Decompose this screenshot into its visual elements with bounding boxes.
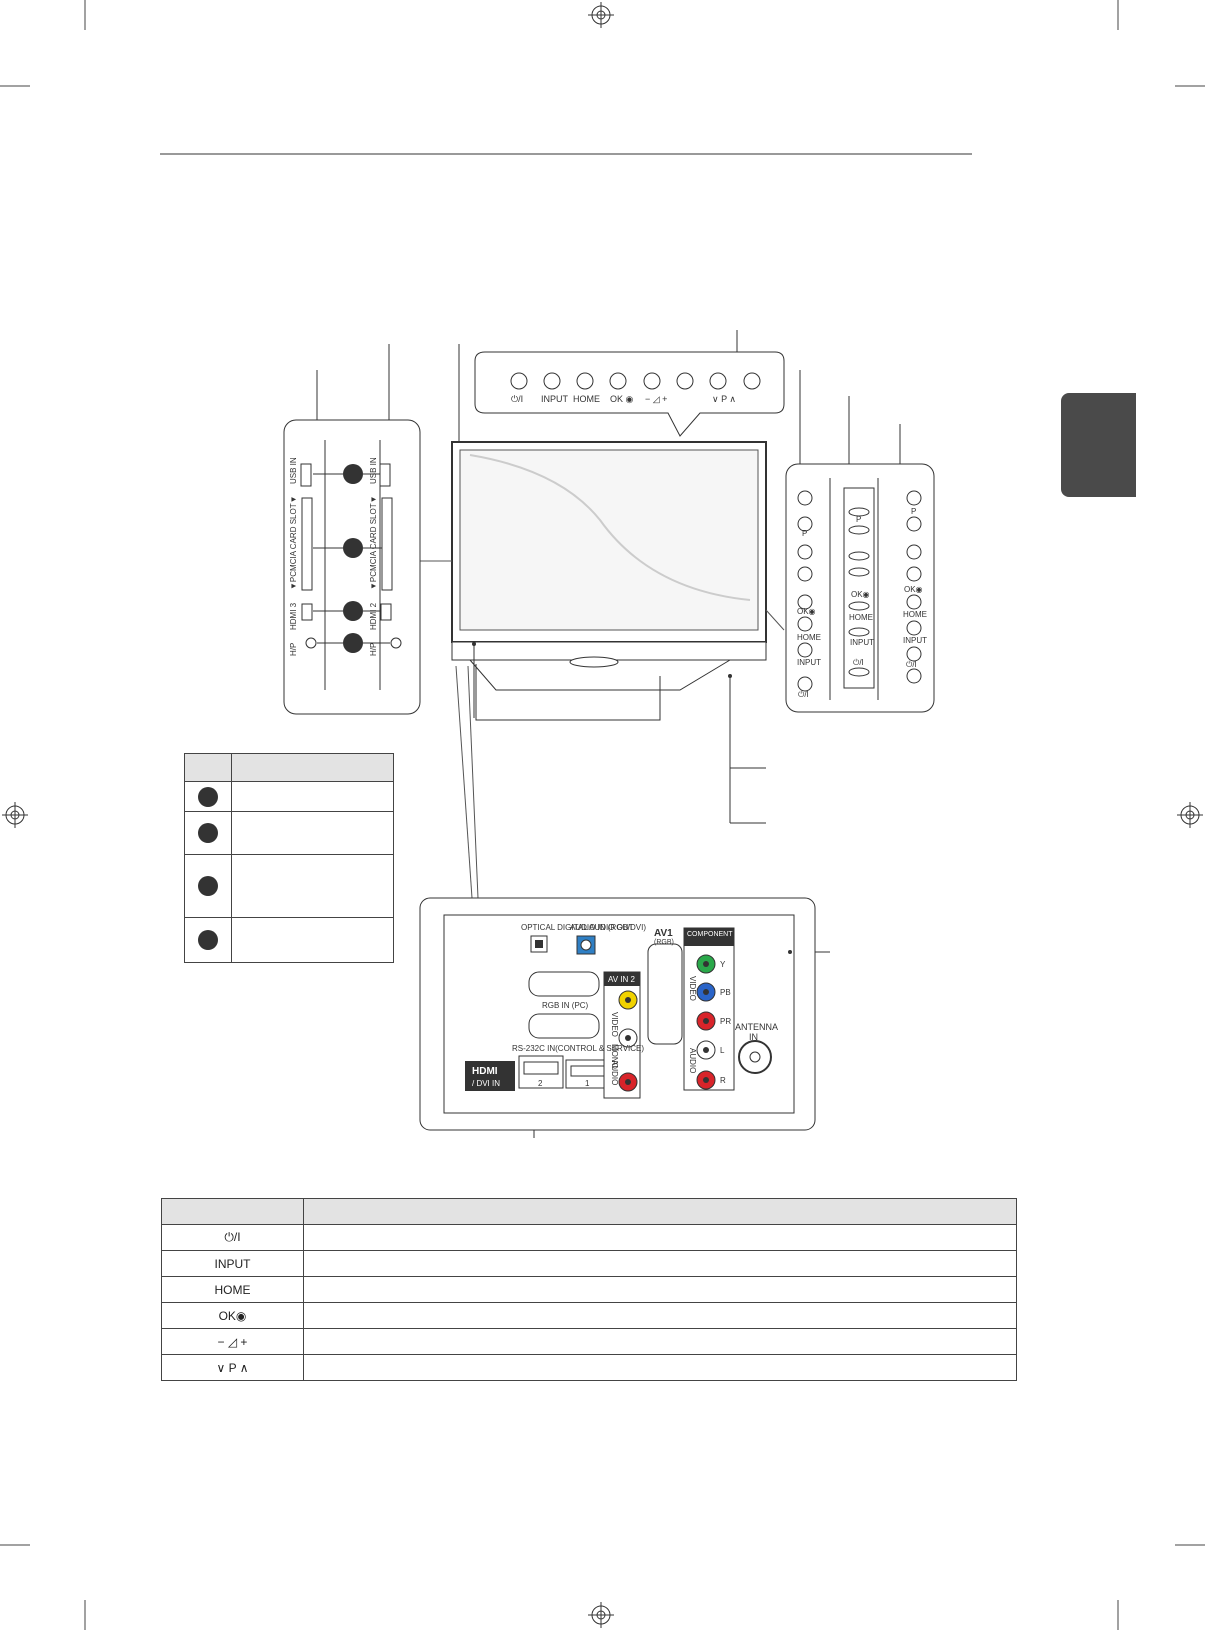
number-table-row: [184, 917, 394, 963]
component-pb-label: PB: [720, 988, 731, 997]
dvi-in-label: / DVI IN: [472, 1079, 500, 1088]
button-row-power: ⏻/I: [161, 1224, 1017, 1251]
component-r-label: R: [720, 1076, 726, 1085]
optical-out-label: OPTICAL DIGITAL AUDIO OUT: [521, 923, 634, 932]
number-marker: [198, 876, 218, 896]
number-table-row: [184, 781, 394, 812]
registration-mark-left: [2, 802, 28, 828]
right-1-p-label: P: [802, 529, 807, 538]
top-power-label: ⏻/I: [511, 394, 523, 404]
component-pr-label: PR: [720, 1017, 731, 1026]
side-a-pcmcia-label: ▼PCMCIA CARD SLOT▼: [289, 495, 298, 590]
top-volume-label: − ◿ +: [645, 394, 667, 404]
av2-audio-label: AUDIO: [610, 1060, 619, 1085]
top-button-panel: ⏻/I INPUT HOME OK ◉ − ◿ + ∨ P ∧: [474, 351, 785, 437]
av2-video-label: VIDEO: [610, 1012, 619, 1037]
hdmi-port-2-label: 2: [538, 1079, 543, 1088]
tv-illustration: [451, 441, 767, 721]
av2-mono-label: MONO: [610, 1044, 619, 1069]
right-2-home-label: HOME: [849, 613, 873, 622]
right-2-p-label: P: [856, 515, 861, 524]
component-l-label: L: [720, 1046, 725, 1055]
rgb-in-label: RGB IN (PC): [542, 1001, 589, 1010]
right-3-ok-label: OK◉: [904, 585, 923, 594]
side-b-hdmi-label: HDMI 2: [369, 602, 378, 630]
number-marker: [198, 786, 218, 807]
button-row-ok: OK◉: [161, 1302, 1017, 1329]
component-audio-label: AUDIO: [688, 1048, 697, 1073]
component-video-label: VIDEO: [688, 976, 697, 1001]
number-table-header: [184, 753, 394, 782]
button-row-volume: − ◿ +: [161, 1328, 1017, 1355]
top-home-label: HOME: [573, 394, 600, 404]
rear-connector-panel: OPTICAL DIGITAL AUDIO OUT AUDIO IN (RGB/…: [419, 897, 816, 1131]
button-row-home: HOME: [161, 1276, 1017, 1303]
number-table-row: [184, 854, 394, 918]
program-symbol: ∨ P ∧: [161, 1354, 304, 1381]
audio-in-label: AUDIO IN (RGB/DVI): [570, 923, 646, 932]
av1-rgb-label: (RGB): [654, 939, 674, 946]
registration-mark-right: [1177, 802, 1203, 828]
number-table-row: [184, 811, 394, 855]
component-y-label: Y: [720, 960, 726, 969]
side-b-pcmcia-label: ▼PCMCIA CARD SLOT▼: [369, 495, 378, 590]
top-program-label: ∨ P ∧: [712, 394, 736, 404]
side-b-hp-label: H/P: [369, 643, 378, 656]
right-1-ok-label: OK◉: [797, 607, 816, 616]
side-a-usb-label: USB IN: [289, 457, 298, 484]
av-in-2-label: AV IN 2: [608, 975, 636, 984]
power-symbol: ⏻/I: [161, 1224, 304, 1251]
side-a-hp-label: H/P: [289, 643, 298, 656]
button-row-program: ∨ P ∧: [161, 1354, 1017, 1381]
right-1-power-label: ⏻/I: [798, 690, 809, 699]
component-in-label: COMPONENT IN: [687, 931, 741, 938]
right-1-input-label: INPUT: [797, 658, 821, 667]
input-symbol: INPUT: [161, 1250, 304, 1277]
antenna-label: ANTENNA: [735, 1022, 778, 1032]
ok-symbol: OK◉: [161, 1302, 304, 1329]
registration-mark-top: [588, 2, 614, 28]
side-b-usb-label: USB IN: [369, 457, 378, 484]
side-a-hdmi-label: HDMI 3: [289, 602, 298, 630]
av1-label: AV1: [654, 928, 673, 939]
top-ok-label: OK ◉: [610, 394, 634, 404]
number-marker: [198, 823, 218, 843]
home-symbol: HOME: [161, 1276, 304, 1303]
volume-symbol: − ◿ +: [161, 1328, 304, 1355]
right-2-power-label: ⏻/I: [853, 658, 864, 667]
side-panel-left: USB IN ▼PCMCIA CARD SLOT▼ HDMI 3 H/P USB…: [283, 419, 421, 715]
chapter-tab-marker: [1061, 393, 1136, 497]
number-marker: [198, 930, 218, 950]
right-3-power-label: ⏻/I: [906, 660, 917, 669]
right-3-input-label: INPUT: [903, 636, 927, 645]
right-2-input-label: INPUT: [850, 638, 874, 647]
top-input-label: INPUT: [541, 394, 569, 404]
button-table-header: [161, 1198, 1017, 1225]
hdmi-port-1-label: 1: [585, 1079, 590, 1088]
right-3-p-label: P: [911, 507, 916, 516]
side-panel-right: P HOME INPUT ⏻/I OK◉ P OK◉ HOME INPUT ⏻/…: [785, 463, 935, 713]
rs232-label: RS-232C IN(CONTROL & SERVICE): [512, 1044, 644, 1053]
right-1-home-label: HOME: [797, 633, 821, 642]
button-row-input: INPUT: [161, 1250, 1017, 1277]
button-description-table: ⏻/I INPUT HOME OK◉ − ◿ + ∨ P ∧: [161, 1198, 1017, 1381]
right-2-ok-label: OK◉: [851, 590, 870, 599]
registration-mark-bottom: [588, 1602, 614, 1628]
antenna-in-label: IN: [749, 1032, 758, 1042]
right-3-home-label: HOME: [903, 610, 927, 619]
hdmi-logo: HDMI: [472, 1066, 498, 1077]
connector-number-table: [184, 753, 394, 963]
